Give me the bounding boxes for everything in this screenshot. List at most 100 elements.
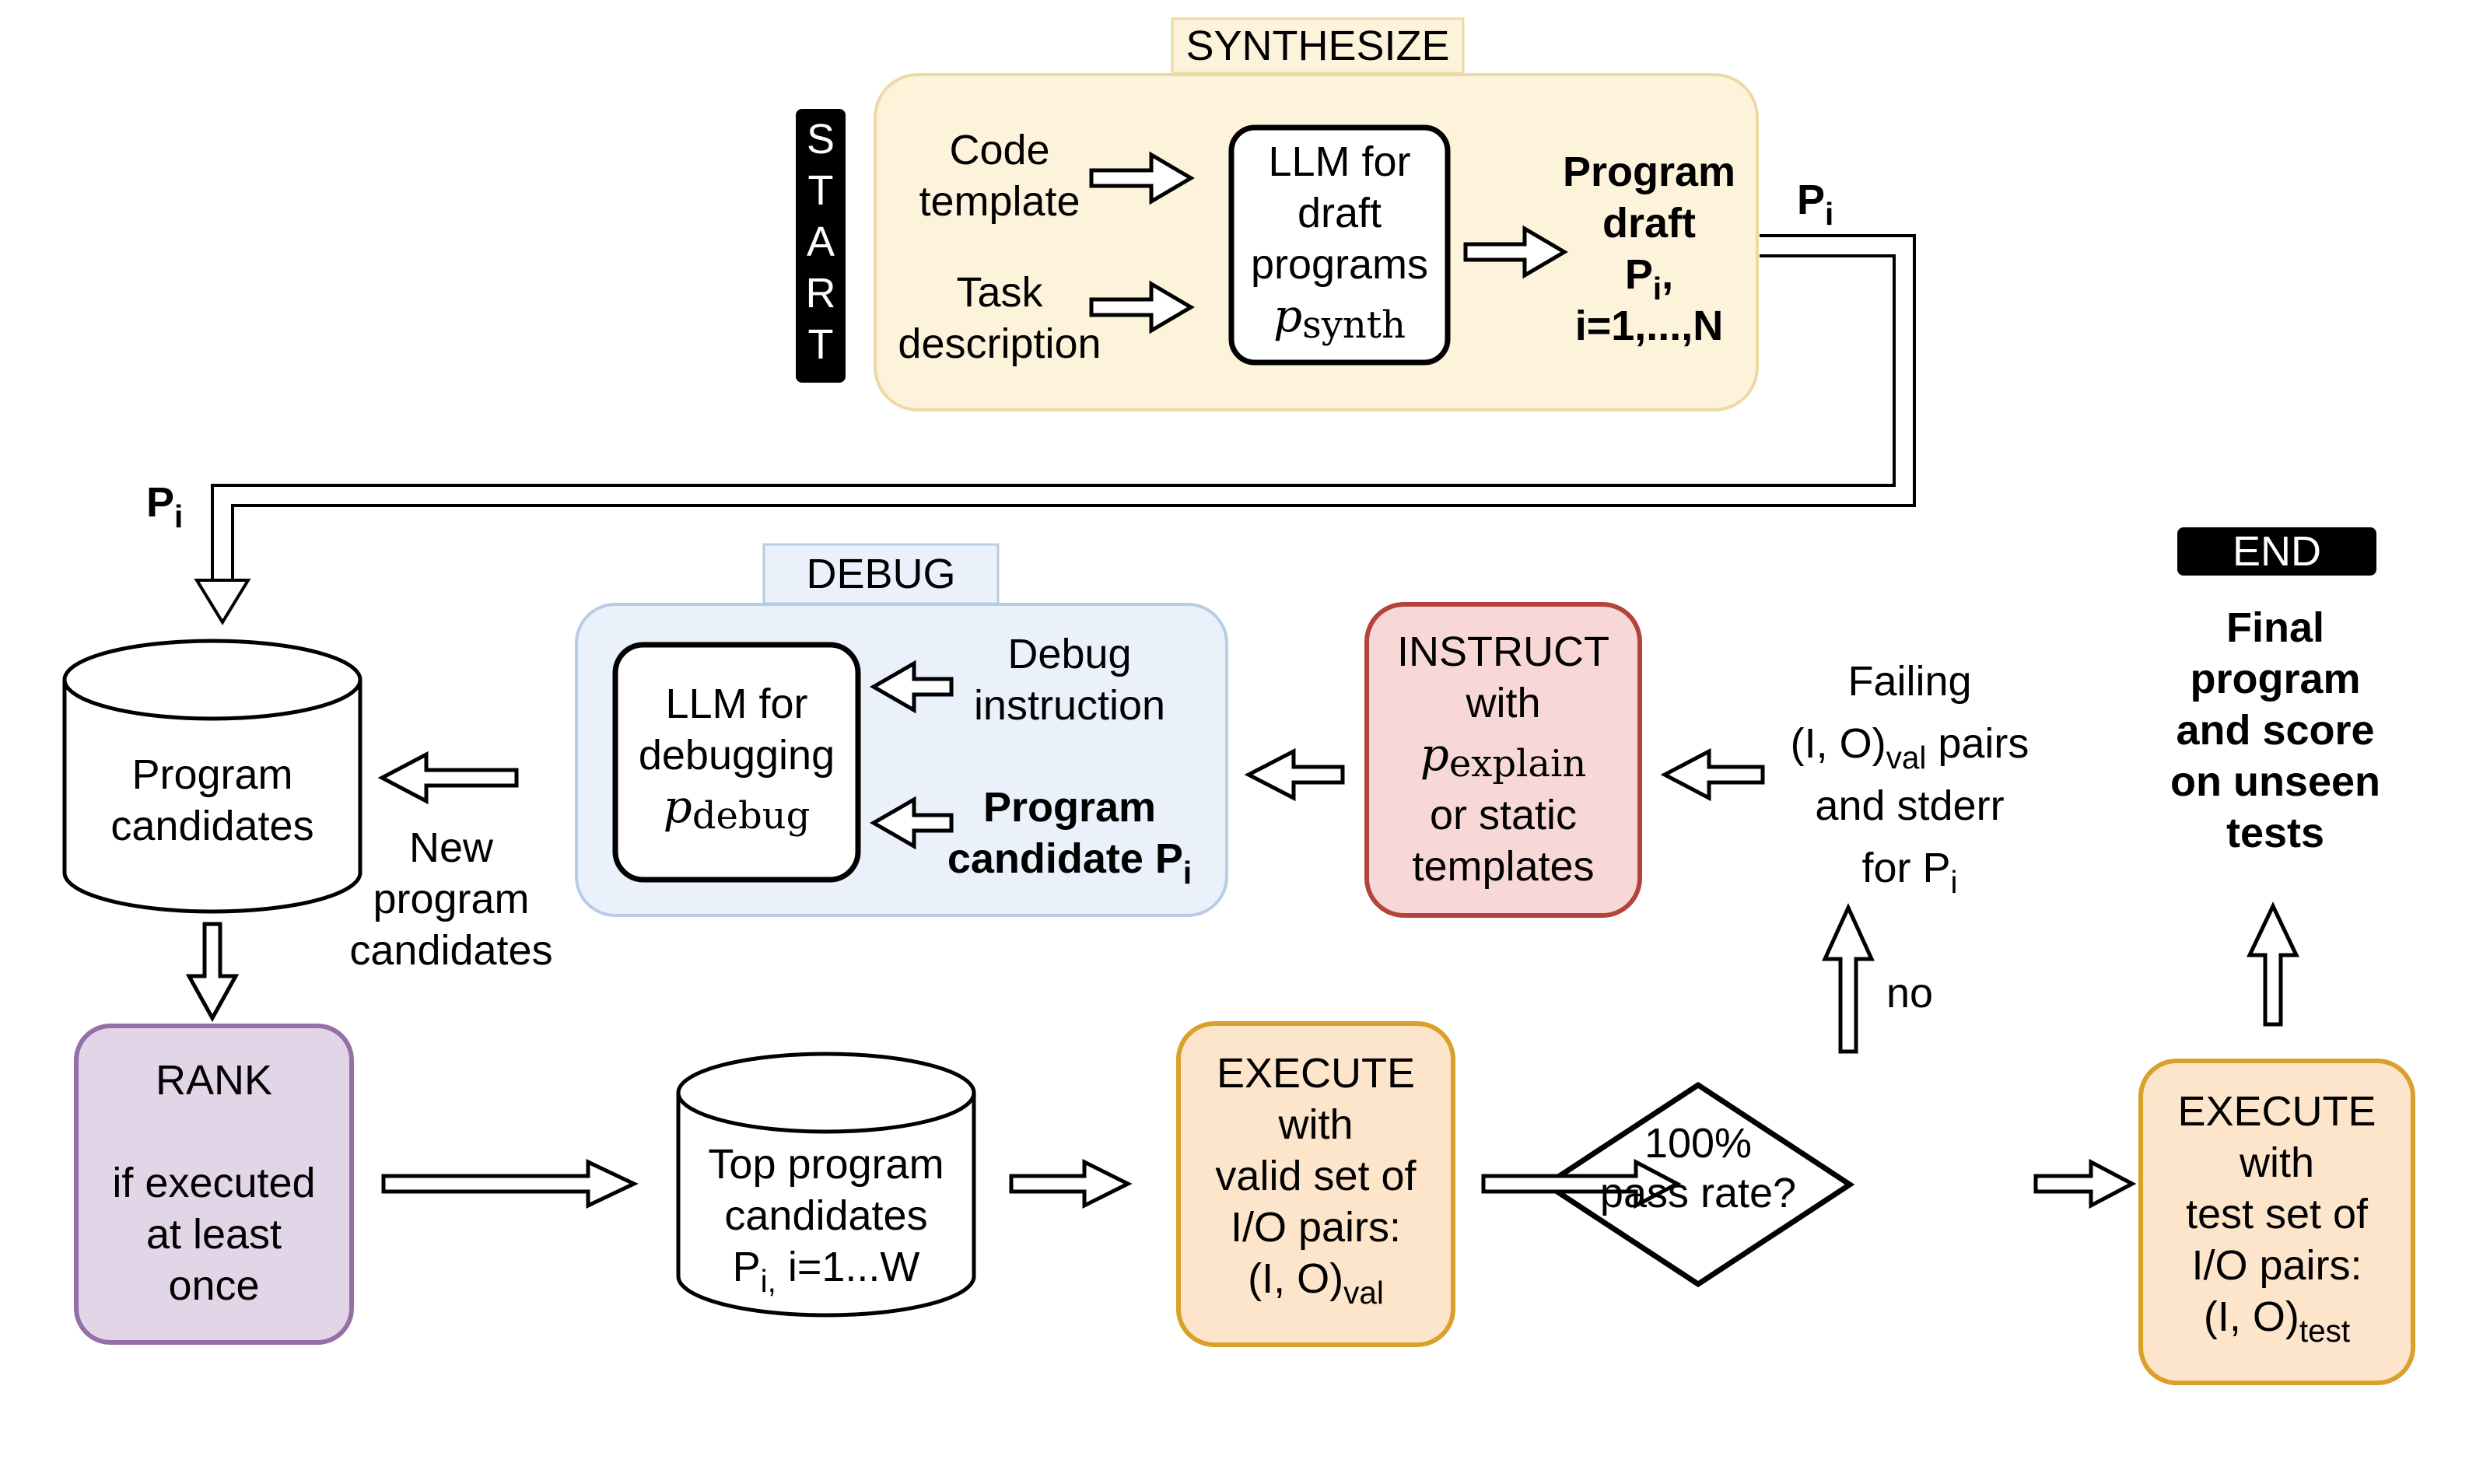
failing-pair-sub: val [1886,740,1927,776]
instruct-line: with [1466,680,1541,726]
new-candidates-line: New [408,824,494,871]
final-program-line: and score [2176,707,2375,754]
execute-val-line: (I, O)val [1178,1253,1453,1308]
start-letter: T [807,167,834,214]
arrow-test-to-end [2247,901,2299,1027]
task-description-line: Task [956,269,1043,316]
program-candidates-line: Program [131,751,293,798]
execute-val-line: I/O pairs: [1230,1204,1402,1251]
program-draft-p: Pi, [1556,249,1742,304]
final-program-label: Final program and score on unseen tests [2147,602,2404,859]
execute-val-line: EXECUTE [1216,1050,1416,1097]
rank-spacer [76,1106,352,1157]
llm-debug-param-sub: debug [692,794,811,838]
instruct-label: INSTRUCT with pexplain or static templat… [1367,626,1640,892]
decision-line: 100% [1644,1120,1753,1167]
top-candidates-range: i=1...W [776,1244,920,1290]
final-program-line: on unseen [2170,758,2381,805]
program-draft-range: i=1,...,N [1574,303,1724,349]
arrow-code-template [1089,151,1195,205]
pi-label-left-letter: P [146,479,175,526]
new-candidates-label: New program candidates [327,822,576,976]
start-label: S T A R T [796,114,846,370]
rank-box [74,1024,354,1345]
llm-draft-param-sub: synth [1302,303,1406,347]
new-candidates-line: candidates [349,927,553,974]
synthesize-header-box [1171,17,1465,75]
arrow-program-candidate [869,796,954,850]
end-badge [2177,527,2376,576]
start-letter: T [807,321,834,368]
execute-val-pair: (I, O) [1248,1255,1344,1302]
program-candidate-line: candidate Pi [926,833,1213,888]
top-candidates-label: Top program candidates Pi, i=1...W [671,1139,982,1297]
program-candidate-text: candidate P [947,835,1183,882]
execute-val-pair-sub: val [1343,1275,1384,1311]
failing-line: and stderr [1815,782,2005,829]
program-candidates-label: Program candidates [65,749,360,852]
decision-line: pass rate? [1599,1170,1797,1216]
arrow-decision-to-test [2033,1158,2137,1209]
debug-instruction-label: Debug instruction [953,628,1186,731]
rank-line: if executed [112,1160,316,1206]
llm-debug-box [612,642,861,883]
execute-val-line: valid set of [1215,1153,1417,1199]
llm-draft-param-p: p [1273,289,1303,342]
instruct-param-sub: explain [1448,742,1587,786]
llm-debug-line: debugging [638,732,835,779]
arrow-decision-no [1822,902,1875,1054]
program-candidates-line: candidates [110,803,314,849]
start-letter: A [806,219,835,265]
arrow-debug-instruction [869,660,954,714]
end-label: END [2232,528,2321,575]
arrow-execute-to-decision [1481,1158,1682,1209]
arrow-rank-to-top [381,1159,639,1209]
task-description-line: description [898,320,1101,367]
llm-draft-box [1228,124,1451,366]
instruct-param-p: p [1420,728,1449,781]
debug-header: DEBUG [806,551,956,597]
pi-route-arrowhead [194,579,251,625]
debug-instruction-line: Debug [1007,631,1132,677]
failing-pair: (I, O) [1790,720,1886,767]
rank-title: RANK [155,1057,273,1104]
code-template-label: Code template [879,124,1120,227]
debug-instruction-line: instruction [973,682,1166,729]
program-candidate-pi-label: Program candidate Pi [926,782,1213,888]
execute-test-box [2138,1059,2415,1385]
execute-test-line: (I, O)test [2141,1291,2413,1346]
arrow-top-to-execute [1009,1158,1133,1209]
pi-label-left: Pi [146,478,183,532]
failing-for-sub: i [1950,864,1958,901]
arrow-failing-to-instruct [1660,747,1765,802]
execute-test-line: test set of [2185,1191,2369,1237]
start-letter: R [805,270,836,317]
failing-line: for Pi [1758,837,2061,899]
top-candidates-line: Top program [708,1141,944,1188]
arrow-new-candidates [377,751,519,805]
arrow-task-description [1089,280,1195,334]
top-candidates-line: Pi, i=1...W [671,1241,982,1297]
instruct-line: or static [1429,792,1578,838]
execute-val-box [1176,1021,1455,1347]
llm-draft-label: LLM for draft programs psynth [1231,136,1448,351]
final-program-line: Final [2226,604,2324,651]
llm-debug-line: LLM for [665,681,808,727]
instruct-box [1364,602,1642,918]
failing-label: Failing (I, O)val pairs and stderr for P… [1758,650,2061,899]
program-candidate-sub: i [1182,855,1192,891]
program-candidate-line: Program [982,784,1157,831]
program-draft-p-letter: P [1624,251,1653,298]
top-candidates-p: P [732,1244,761,1290]
program-draft-label: Program draft Pi, i=1,...,N [1556,146,1742,352]
llm-draft-line: draft [1297,190,1382,236]
code-template-line: template [919,178,1080,225]
execute-val-label: EXECUTE with valid set of I/O pairs: (I,… [1178,1048,1453,1308]
llm-debug-param: pdebug [615,781,858,842]
instruct-line: INSTRUCT [1397,628,1609,675]
top-candidates-cylinder [676,1052,976,1318]
execute-test-pair-sub: test [2299,1313,2351,1349]
decision-diamond [1541,1081,1855,1288]
rank-line: at least [145,1211,282,1258]
